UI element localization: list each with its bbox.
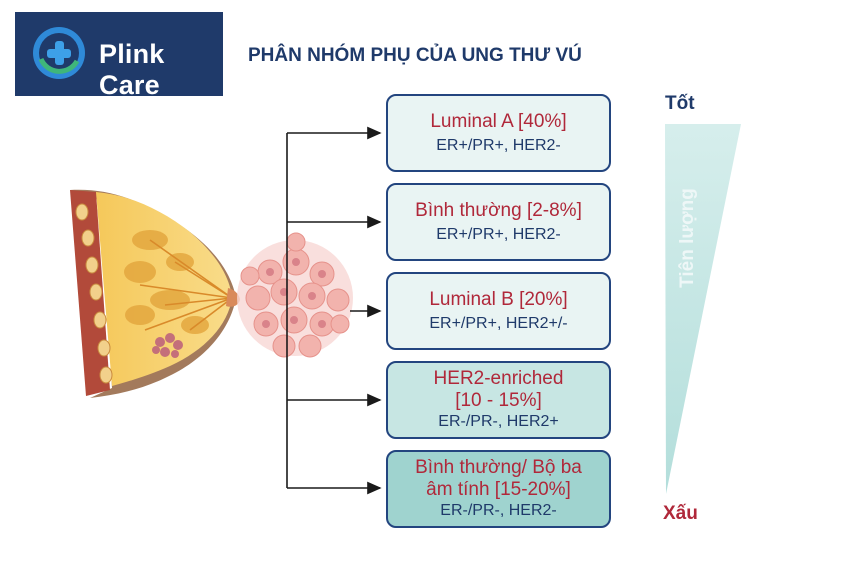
page-title: PHÂN NHÓM PHỤ CỦA UNG THƯ VÚ <box>248 45 582 66</box>
subtype-receptors: ER-/PR-, HER2- <box>440 502 557 519</box>
subtype-receptors: ER+/PR+, HER2- <box>436 225 561 243</box>
subtype-name: Bình thường/ Bộ ba âm tính [15-20%] <box>415 457 582 500</box>
tumor-cluster <box>237 232 353 358</box>
subtype-box-her2: HER2-enriched [10 - 15%] ER-/PR-, HER2+ <box>386 361 611 439</box>
subtype-box-luminal-b: Luminal B [20%] ER+/PR+, HER2+/- <box>386 272 611 350</box>
logo-text: Plink Care <box>99 39 165 100</box>
subtype-name: Bình thường [2-8%] <box>415 199 582 221</box>
subtype-receptors: ER-/PR-, HER2+ <box>438 413 559 430</box>
subtype-name: HER2-enriched [10 - 15%] <box>433 368 564 411</box>
prognosis-bad-label: Xấu <box>663 503 698 524</box>
subtype-box-luminal-a: Luminal A [40%] ER+/PR+, HER2- <box>386 94 611 172</box>
prognosis-good-label: Tốt <box>665 93 695 114</box>
plink-logo-icon <box>33 27 85 79</box>
subtype-receptors: ER+/PR+, HER2+/- <box>429 314 568 332</box>
prognosis-triangle <box>665 124 741 494</box>
breast-illustration <box>70 189 240 398</box>
subtype-name: Luminal A [40%] <box>430 110 567 132</box>
prognosis-label: Tiên lượng <box>677 188 698 288</box>
subtype-receptors: ER+/PR+, HER2- <box>436 136 561 154</box>
subtype-box-triple-negative: Bình thường/ Bộ ba âm tính [15-20%] ER-/… <box>386 450 611 528</box>
connector-lines <box>286 126 382 495</box>
subtype-box-normal: Bình thường [2-8%] ER+/PR+, HER2- <box>386 183 611 261</box>
brand-logo: Plink Care <box>15 12 223 100</box>
subtype-name: Luminal B [20%] <box>429 288 568 310</box>
